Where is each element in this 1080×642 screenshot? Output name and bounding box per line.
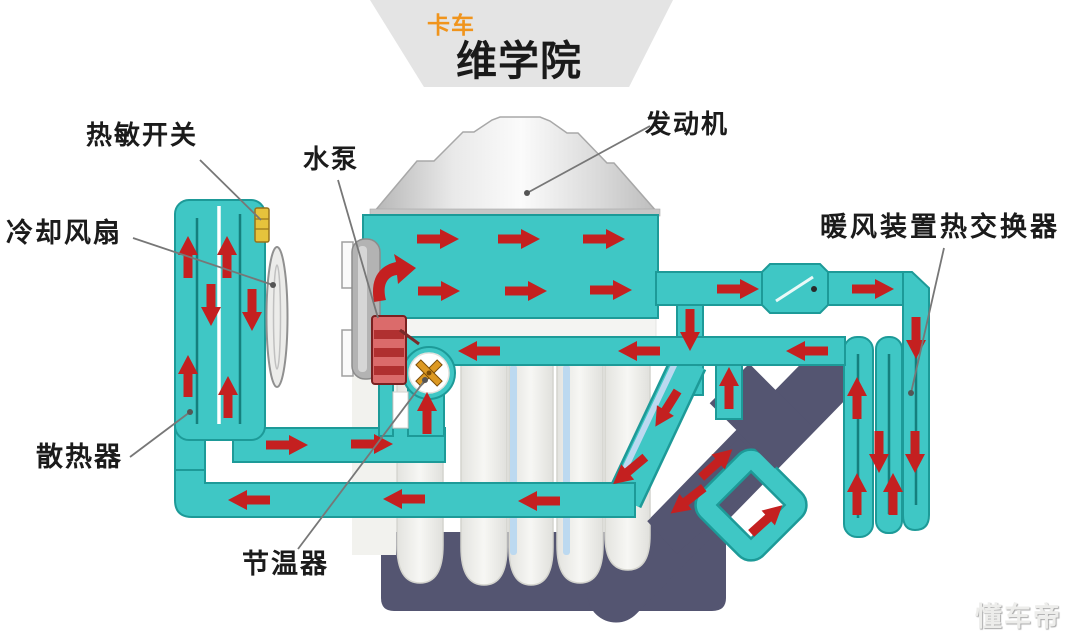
- flow-arrow-icon: [518, 491, 560, 511]
- engine-block-dome: [369, 116, 661, 217]
- heater-coil-ring: [694, 448, 808, 562]
- watermark: 懂车帝: [975, 602, 1062, 632]
- label-thermal-switch: 热敏开关: [86, 120, 199, 150]
- label-cooling-fan: 冷却风扇: [6, 218, 122, 248]
- flow-arrow-icon: [201, 284, 221, 326]
- label-radiator: 散热器: [36, 442, 123, 472]
- logo-brand-bottom: 维学院: [456, 38, 582, 84]
- logo-brand-top: 卡车: [427, 12, 475, 38]
- flow-arrow-icon: [417, 392, 437, 434]
- flow-arrow-icon: [655, 388, 682, 427]
- truck-academy-logo: 卡车 维学院: [370, 0, 673, 87]
- flow-arrow-icon: [266, 435, 308, 455]
- flow-arrow-icon: [680, 309, 700, 351]
- flow-arrow-icon: [847, 473, 867, 515]
- flow-arrow-icon: [590, 280, 632, 300]
- flow-arrow-icon: [847, 377, 867, 419]
- label-engine: 发动机: [645, 109, 730, 139]
- flow-arrow-icon: [217, 236, 237, 278]
- flow-arrow-icon: [218, 376, 238, 418]
- flow-arrow-icon: [869, 431, 889, 473]
- leader-thermostat: [297, 379, 426, 550]
- water-pump: [371, 254, 420, 385]
- thermostat: [408, 352, 450, 394]
- pump-down-pipe: [378, 377, 394, 437]
- flow-arrow-icon: [351, 434, 393, 454]
- leader-engine: [526, 125, 651, 194]
- leader-water-pump: [337, 179, 379, 319]
- flow-arrows-layer: [178, 229, 926, 537]
- bottom-return-pipe: [174, 469, 636, 518]
- flow-arrow-icon: [905, 431, 925, 473]
- label-thermostat: 节温器: [242, 549, 329, 579]
- flow-arrow-icon: [717, 279, 759, 299]
- flow-arrow-icon: [670, 484, 707, 514]
- leader-lines: [129, 125, 945, 550]
- flow-arrow-icon: [242, 289, 262, 331]
- flow-arrow-icon: [618, 341, 660, 361]
- flow-arrow-icon: [417, 229, 459, 249]
- cab-heater-assembly: [647, 360, 815, 562]
- flow-arrow-icon: [505, 281, 547, 301]
- coolant-line-detail: [510, 365, 517, 555]
- flow-arrow-icon: [613, 453, 649, 485]
- coolant-line-detail: [563, 365, 570, 555]
- engine-cylinders: [352, 317, 657, 586]
- leader-heater-exchanger: [910, 247, 945, 394]
- flow-arrow-icon: [228, 490, 270, 510]
- flow-arrow-icon: [583, 229, 625, 249]
- leader-thermal-switch: [199, 159, 262, 221]
- flow-arrow-icon: [498, 229, 540, 249]
- pump-flow-curved-arrow: [372, 254, 416, 302]
- flow-arrow-icon: [418, 281, 460, 301]
- leader-radiator: [129, 411, 191, 458]
- flow-arrow-icon: [748, 505, 783, 537]
- thermal-switch: [254, 207, 270, 243]
- flow-arrow-icon: [178, 355, 198, 397]
- flow-arrow-icon: [852, 279, 894, 299]
- label-water-pump: 水泵: [303, 144, 360, 174]
- cooling-fan: [265, 246, 289, 388]
- leader-cooling-fan: [132, 237, 274, 286]
- flow-arrow-icon: [883, 473, 903, 515]
- valve-handle: [775, 275, 814, 303]
- flow-arrow-icon: [698, 449, 733, 481]
- flow-arrow-icon: [786, 341, 828, 361]
- label-heater-exchanger: 暖风装置热交换器: [820, 212, 1060, 242]
- flow-arrow-icon: [719, 367, 739, 409]
- flow-arrow-icon: [458, 341, 500, 361]
- flow-arrow-icon: [383, 489, 425, 509]
